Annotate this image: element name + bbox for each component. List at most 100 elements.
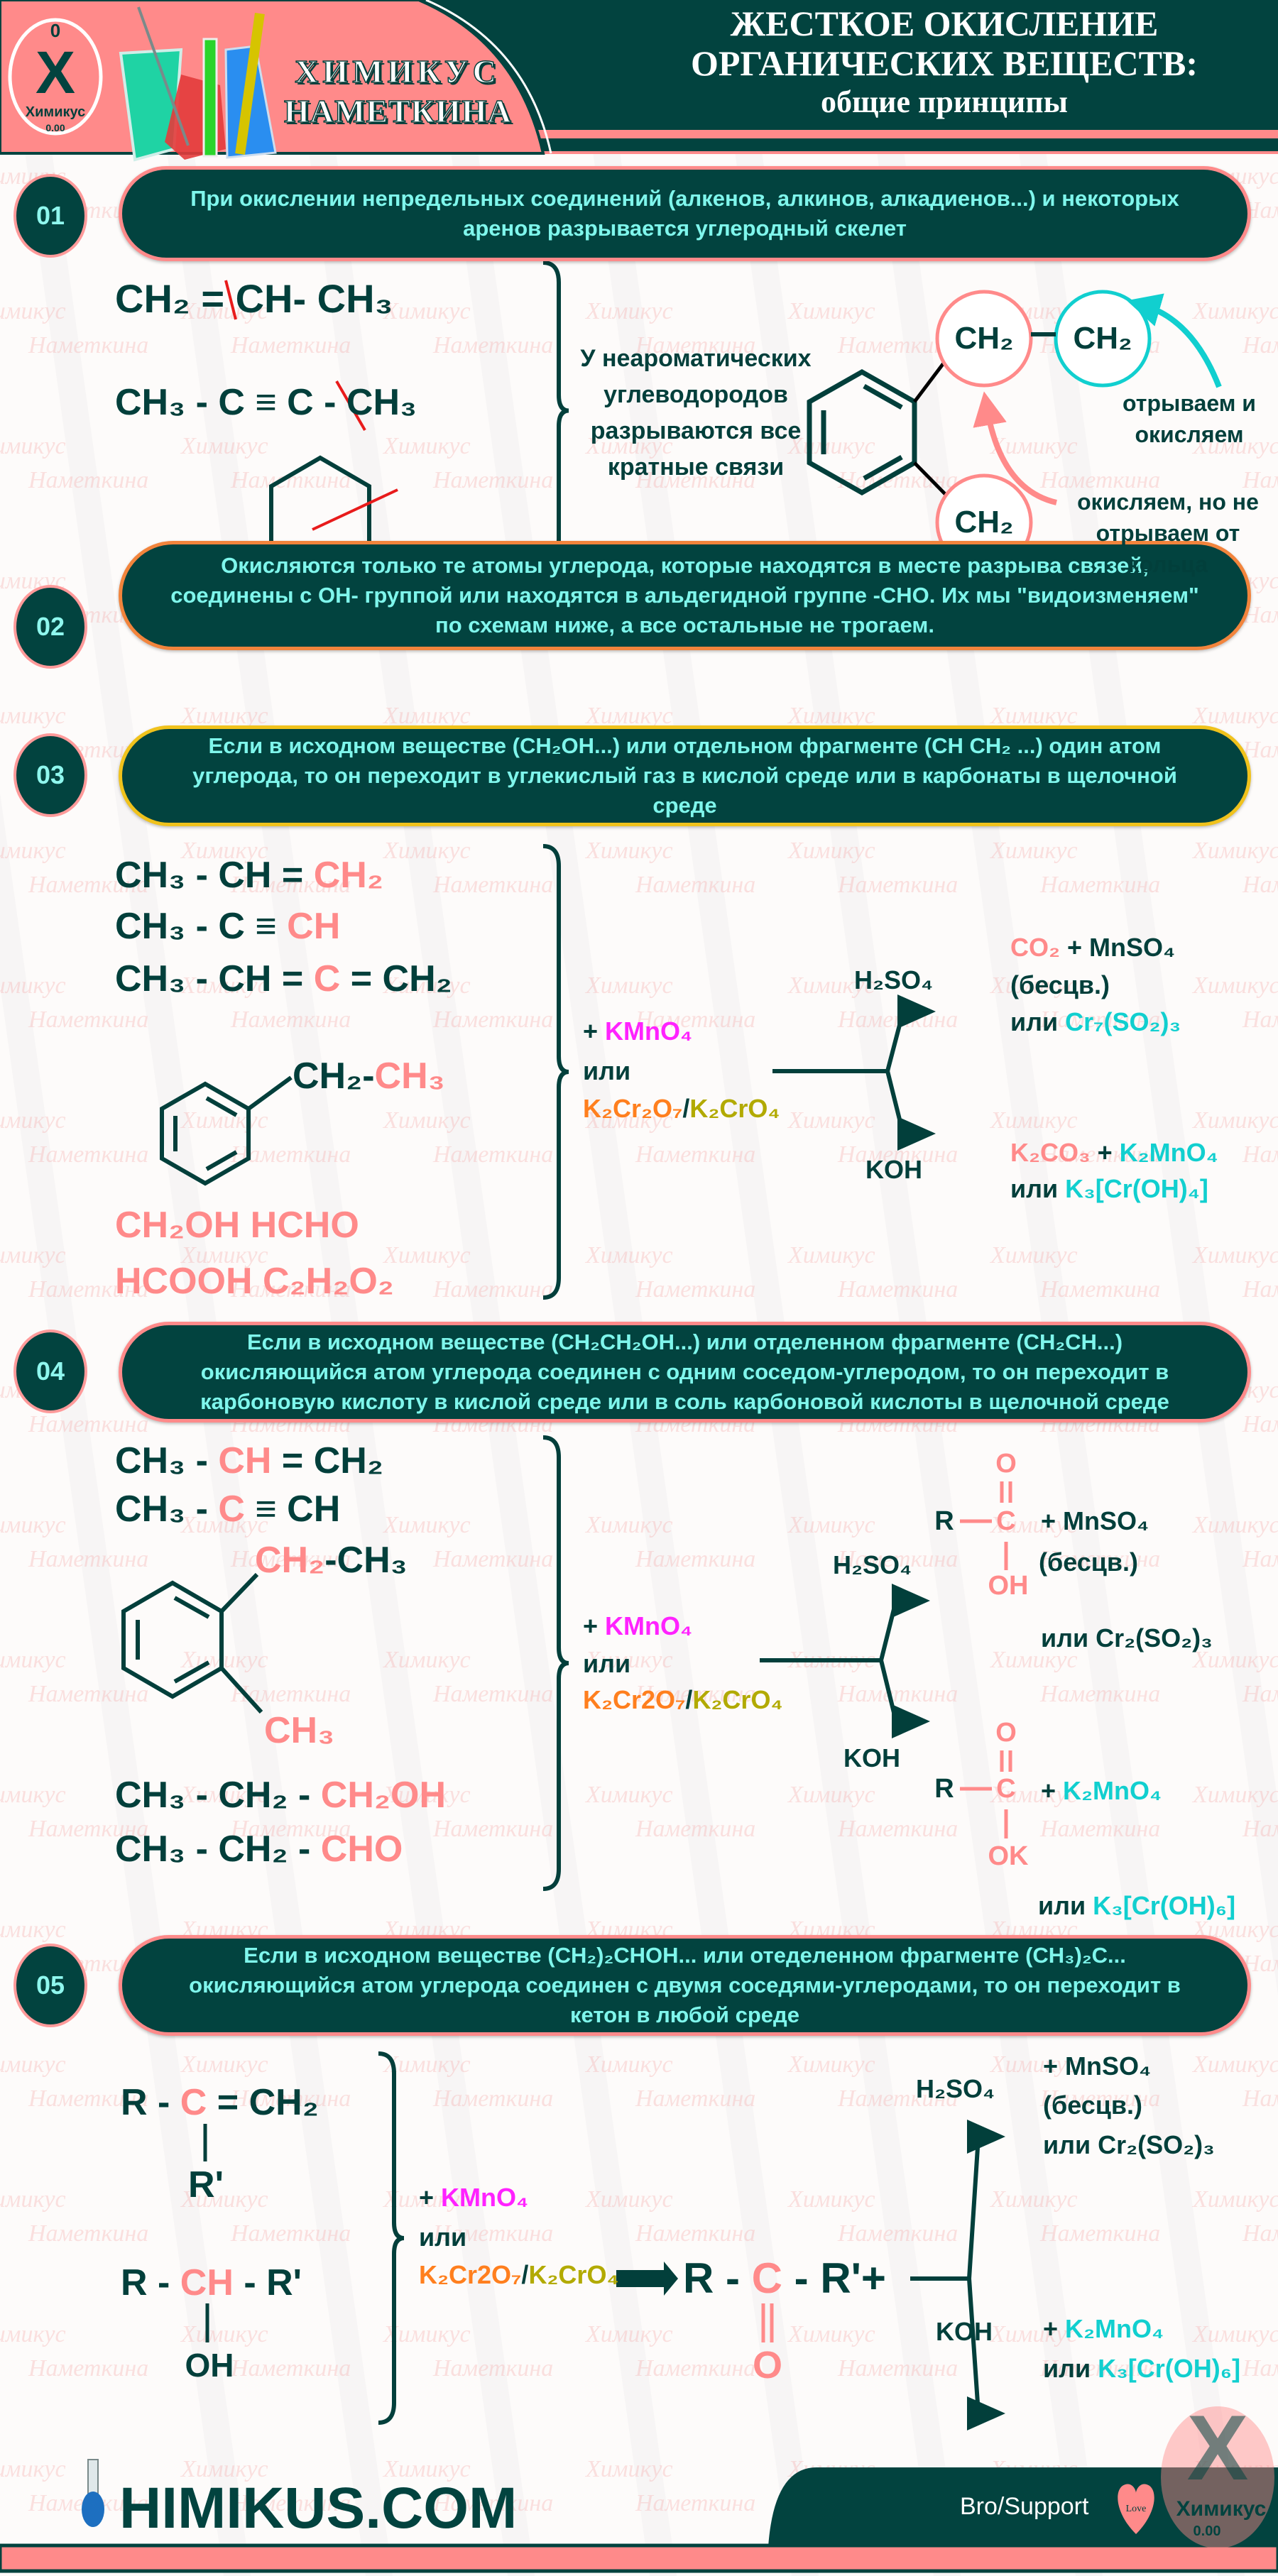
watermark-text: Химикус — [586, 703, 673, 729]
formula-part: R - — [683, 2254, 752, 2302]
formula-part: CH₃ - CH = — [115, 958, 314, 999]
reaction-arrow — [616, 2262, 678, 2296]
site-link[interactable]: HIMIKUS.COM — [119, 2476, 518, 2541]
ch2-label: CH₂ — [954, 505, 1014, 539]
formula: CH₃ - CH = C = CH₂ — [115, 960, 452, 997]
watermark-text: Химикус — [0, 1782, 66, 1808]
header-stripe — [398, 130, 1278, 138]
formula-part: -CH₃ — [324, 1540, 408, 1581]
watermark-text: Химикус — [788, 1107, 875, 1134]
watermark-text: Наметкина — [231, 2086, 351, 2112]
watermark-text: Химикус — [181, 838, 268, 864]
formula-part: = CH₂ — [271, 1440, 383, 1481]
watermark-text: Наметкина — [1242, 1411, 1278, 1437]
acid-medium-label: H₂SO₄ — [833, 1550, 912, 1579]
watermark-text: Химикус — [788, 2321, 875, 2347]
watermark-text: Химикус — [990, 2186, 1078, 2213]
label-line: окисляем, но не — [1077, 489, 1259, 515]
watermark-text: Наметкина — [1242, 2220, 1278, 2247]
footer-logo-circle — [1161, 2406, 1274, 2548]
watermark-text: Наметкина — [1040, 2220, 1161, 2247]
watermark-text: Наметкина — [433, 467, 554, 493]
product: или K₃[Cr(OH)₆] — [1043, 2356, 1240, 2382]
rule-text-line: окисляющийся атом углерода соединен с дв… — [189, 1973, 1181, 1997]
header-curve-line — [425, 0, 552, 154]
watermark-text: Химикус — [383, 972, 471, 999]
formula-part: CHO — [320, 1829, 403, 1870]
watermark-text: Наметкина — [1242, 2086, 1278, 2112]
watermark-text: Химикус — [1193, 1107, 1278, 1134]
formula: CH₂OH HCHO — [115, 1207, 359, 1244]
formula: CH₃ - CH₂ - CH₂OH — [115, 1777, 446, 1814]
logo-value: 0.00 — [45, 122, 65, 133]
ch2-label: CH₂ — [954, 321, 1014, 356]
formula-part: + — [1043, 2314, 1066, 2343]
watermark-text: Наметкина — [231, 1007, 351, 1033]
product: (бесцв.) — [1043, 2093, 1142, 2118]
watermark-text: Наметкина — [838, 1681, 958, 1707]
formula-part: C — [313, 958, 341, 999]
watermark-text: Наметкина — [1242, 737, 1278, 763]
rule-text-line: аренов разрывается углеродный скелет — [463, 216, 907, 241]
section-rule-04: Если в исходном веществе (CH₂CH₂OH...) и… — [119, 1322, 1251, 1423]
reagent-dichromate: K₂Cr₂O₇/K₂CrO₄ — [583, 1096, 780, 1122]
watermark-text: Химикус — [788, 972, 875, 999]
watermark-text: Химикус — [181, 1107, 268, 1134]
footer-pink-bar — [0, 2543, 1278, 2573]
logo-zero: 0 — [50, 20, 61, 41]
formula-part: CH₃ - — [115, 1440, 219, 1481]
watermark-text: Наметкина — [1040, 1141, 1161, 1168]
watermark-text: Химикус — [990, 433, 1078, 459]
product: K₂CO₃ + K₂MnO₄ — [1010, 1140, 1218, 1166]
formula-part: K₃[Cr(OH)₆] — [1093, 1891, 1236, 1920]
watermark-text: Химикус — [0, 703, 66, 729]
beakers-illustration — [119, 6, 277, 162]
reagent-or: или — [583, 1651, 630, 1677]
formula-part: (бесцв.) — [1010, 970, 1110, 999]
watermark-text: Химикус — [586, 1242, 673, 1268]
formula-part: = CH₂ — [340, 958, 452, 999]
watermark-text: Наметкина — [635, 2086, 756, 2112]
product: + K₂MnO₄ — [1041, 1778, 1162, 1804]
rule-text-line: Если в исходном веществе (CH₂)₂CHOH... и… — [244, 1943, 1126, 1968]
rule-text-line: карбоновую кислоту в кислой среде или в … — [200, 1389, 1169, 1414]
formula-part: K₂CrO₄ — [692, 1685, 783, 1714]
watermark-text: Химикус — [788, 703, 875, 729]
watermark-text: Химикус — [1193, 2186, 1278, 2213]
watermark-text: Наметкина — [1242, 872, 1278, 898]
watermark-text: Химикус — [990, 2051, 1078, 2078]
reagent-or: или — [583, 1058, 630, 1084]
watermark-text: Химикус — [0, 2321, 66, 2347]
reaction-fork — [772, 994, 936, 1151]
formula-part: или — [419, 2223, 467, 2252]
watermark-text: Наметкина — [433, 1276, 554, 1303]
watermark-text: Химикус — [586, 838, 673, 864]
product: или Cr₂(SO₂)₃ — [1043, 2132, 1215, 2158]
watermark-text: Химикус — [383, 838, 471, 864]
formula-part: K₃[Cr(OH)₄] — [1065, 1174, 1208, 1203]
product: или Cr₇(SO₂)₃ — [1010, 1009, 1181, 1035]
product: (бесцв.) — [1010, 972, 1110, 998]
watermark-text: Наметкина — [635, 1276, 756, 1303]
watermark-text: Химикус — [586, 972, 673, 999]
formula-part: или Cr₂(SO₂)₃ — [1041, 1623, 1213, 1653]
formula-part: CH — [218, 1440, 272, 1481]
reagent-kmno4: + KMnO₄ — [583, 1613, 692, 1639]
product: или K₃[Cr(OH)₆] — [1038, 1893, 1235, 1919]
label-line: кольца — [1127, 552, 1208, 577]
formula-part: или Cr₂(SO₂)₃ — [1043, 2130, 1215, 2159]
watermark-text: Наметкина — [1040, 1007, 1161, 1033]
formula-part: или — [1010, 1007, 1066, 1036]
watermark-text: Химикус — [586, 2051, 673, 2078]
formula-part: CH — [287, 906, 341, 947]
support-link[interactable]: Bro/Support — [960, 2493, 1089, 2520]
r-prime-group: R' — [188, 2164, 224, 2205]
ketone-oxygen: O — [752, 2344, 783, 2386]
section-badge: 03 — [13, 733, 87, 817]
watermark-text: Химикус — [383, 1107, 471, 1134]
formula-part: - R' — [233, 2262, 302, 2303]
formula-part: или — [1043, 2354, 1098, 2383]
formula-part: Cr₇(SO₂)₃ — [1065, 1007, 1181, 1036]
watermark-text: Наметкина — [231, 467, 351, 493]
carbon-atom: C — [996, 1506, 1016, 1536]
